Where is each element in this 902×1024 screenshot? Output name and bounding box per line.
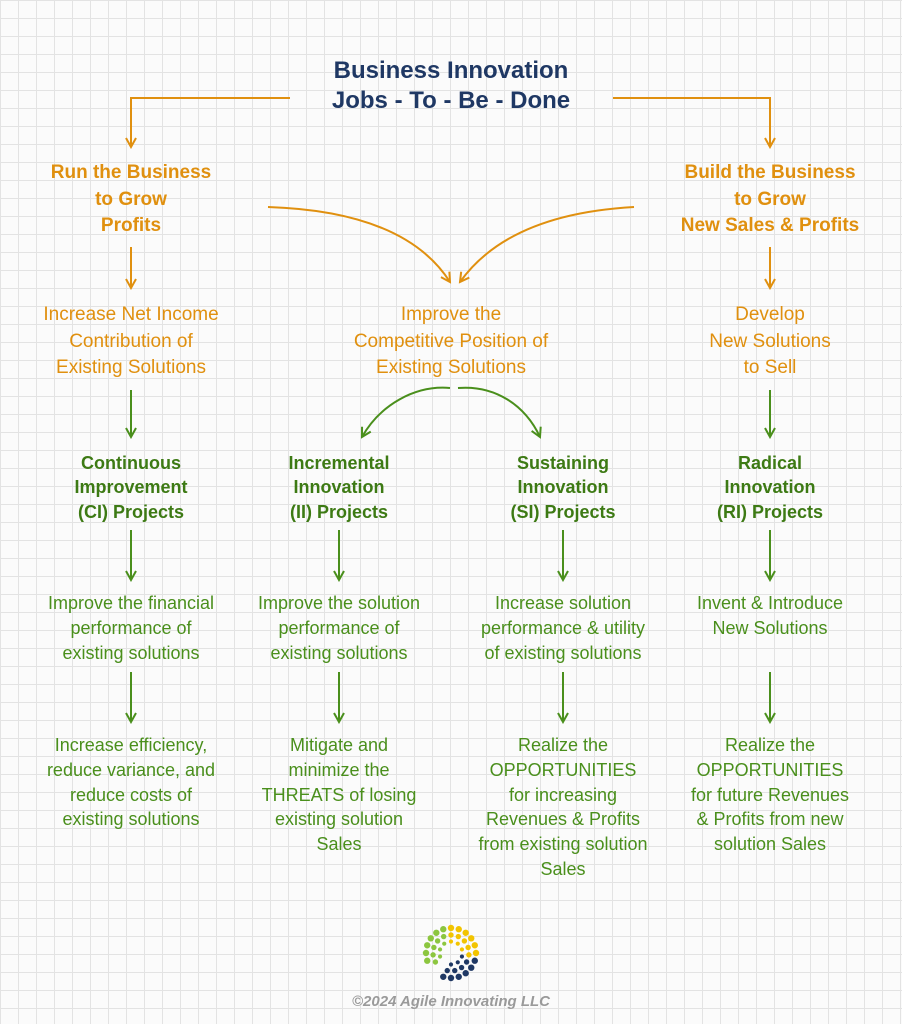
net-income-goal: Increase Net Income Contribution of Exis…: [43, 304, 219, 379]
logo-dot: [431, 944, 437, 951]
logo-dot: [447, 924, 455, 932]
logo-dot: [466, 952, 472, 958]
ii-projects-node: Incremental Innovation (II) Projects: [288, 453, 390, 522]
ri-objective: Invent & Introduce New Solutions: [696, 593, 844, 638]
ci-outcome: Increase efficiency, reduce variance, an…: [46, 735, 216, 830]
logo-dot: [468, 964, 475, 971]
logo-dot: [468, 935, 475, 942]
ci-objective: Improve the financial performance of exi…: [47, 593, 215, 663]
logo-dot: [440, 933, 447, 940]
logo-dot: [444, 967, 450, 974]
arrow-build-to-competitive: [460, 206, 635, 282]
logo-dot: [471, 957, 478, 964]
logo-dot: [448, 932, 454, 938]
logo-dot: [462, 970, 469, 977]
logo-dot: [462, 929, 469, 936]
logo-dot: [455, 973, 462, 980]
ii-objective: Improve the solution performance of exis…: [257, 593, 421, 663]
logo-dot: [437, 954, 443, 959]
logo-dot: [448, 939, 454, 944]
logo-dot: [440, 973, 447, 980]
logo-dot: [440, 926, 447, 933]
arrow-title-to-run: [131, 97, 290, 147]
si-outcome: Realize the OPPORTUNITIES for increasing…: [478, 735, 648, 880]
logo-dot: [434, 938, 441, 944]
arrow-competitive-to-si: [457, 386, 540, 437]
logo-dot: [461, 938, 468, 944]
build-business-node: Build the Business to Grow New Sales & P…: [680, 162, 860, 237]
ci-projects-node: Continuous Improvement (CI) Projects: [74, 453, 188, 522]
logo-dot: [433, 929, 440, 936]
ri-projects-node: Radical Innovation (RI) Projects: [716, 453, 824, 522]
logo-dot: [458, 964, 465, 971]
diagram-title: Business Innovation Jobs - To - Be - Don…: [331, 57, 571, 114]
develop-solutions-goal: Develop New Solutions to Sell: [709, 304, 831, 379]
logo-dot: [455, 941, 460, 946]
logo-dot: [463, 959, 470, 965]
arrow-title-to-build: [613, 97, 770, 147]
si-projects-node: Sustaining Innovation (SI) Projects: [510, 453, 616, 522]
si-objective: Increase solution performance & utility …: [480, 593, 646, 663]
ii-outcome: Mitigate and minimize the THREATS of los…: [261, 735, 417, 855]
copyright-text: ©2024 Agile Innovating LLC: [351, 993, 551, 1010]
arrow-competitive-to-ii: [362, 386, 451, 437]
logo-dot: [452, 967, 458, 974]
logo-dot: [455, 960, 460, 965]
competitive-position-goal: Improve the Competitive Position of Exis…: [353, 304, 549, 379]
logo-dot: [472, 949, 480, 957]
logo-dot: [459, 947, 465, 952]
logo-dot: [442, 941, 447, 946]
logo-dot: [424, 942, 431, 949]
logo-dot: [430, 952, 436, 958]
logo-dot: [432, 959, 439, 965]
company-logo-icon: [422, 924, 480, 982]
logo-dot: [448, 962, 454, 967]
logo-dot: [427, 935, 434, 942]
logo-dot: [455, 933, 462, 940]
logo-dot: [465, 944, 471, 951]
arrow-run-to-competitive: [267, 206, 450, 282]
logo-dot: [471, 942, 478, 949]
logo-dot: [447, 974, 455, 982]
logo-dot: [437, 947, 443, 952]
logo-dot: [459, 954, 465, 959]
run-business-node: Run the Business to Grow Profits: [50, 162, 212, 237]
logo-dot: [424, 957, 431, 964]
logo-dot: [455, 926, 462, 933]
logo-dot: [422, 949, 430, 957]
ri-outcome: Realize the OPPORTUNITIES for future Rev…: [690, 735, 850, 855]
